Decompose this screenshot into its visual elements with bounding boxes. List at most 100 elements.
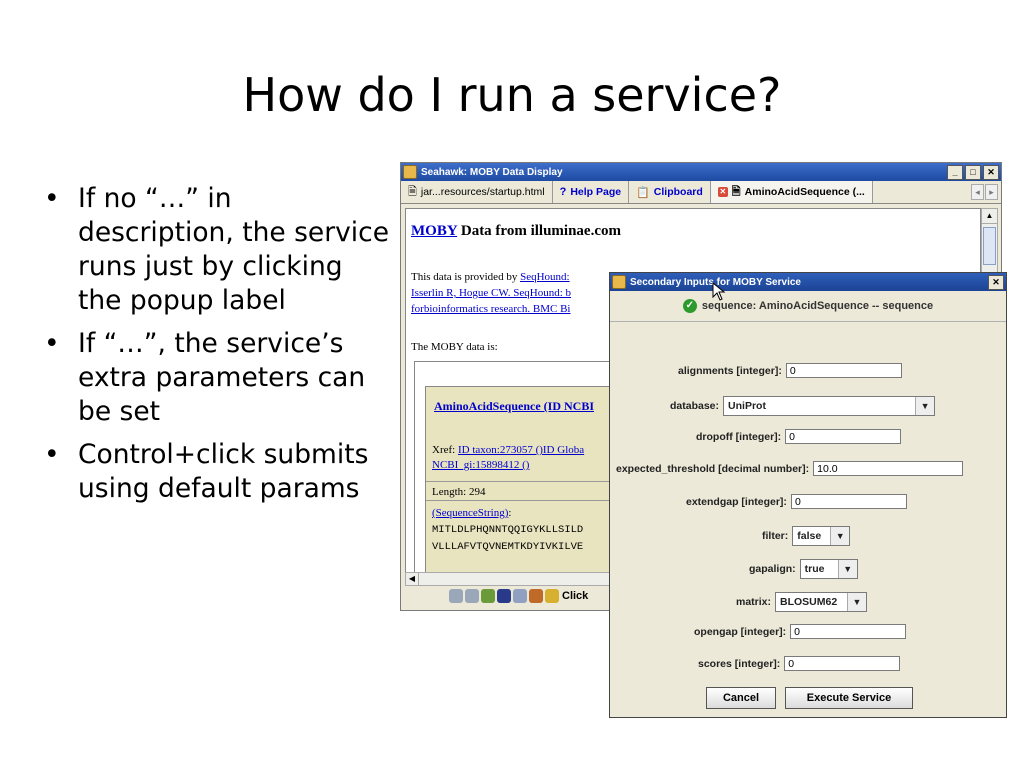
opengap-row: opengap [integer]: 0 <box>694 624 907 639</box>
filter-value: false <box>797 530 822 542</box>
help-icon: ? <box>559 186 567 198</box>
filter-select[interactable]: false ▼ <box>792 526 851 546</box>
checkmark-icon: ✓ <box>682 299 697 313</box>
maximize-button[interactable]: □ <box>965 164 981 180</box>
citation-link[interactable]: forbioinformatics research. BMC Bi <box>411 303 571 315</box>
cancel-button[interactable]: Cancel <box>706 687 776 709</box>
dialog-titlebar[interactable]: Secondary Inputs for MOBY Service ✕ <box>610 273 1006 291</box>
bullet-text: If “…”, the service’s extra parameters c… <box>78 328 366 427</box>
forward-icon[interactable] <box>465 589 479 603</box>
chevron-down-icon[interactable]: ▼ <box>830 527 850 545</box>
close-button[interactable]: ✕ <box>983 164 999 180</box>
gapalign-label: gapalign: <box>749 563 796 575</box>
java-app-icon <box>403 165 417 179</box>
extendgap-input[interactable]: 0 <box>790 494 907 509</box>
sequence-block: (SequenceString): MITLDLPHQNNTQQIGYKLLSI… <box>432 505 583 555</box>
tab-scroll-right-icon[interactable]: ▸ <box>985 184 998 200</box>
bullet-dot: • <box>44 439 60 470</box>
dialog-status: ✓ sequence: AminoAcidSequence -- sequenc… <box>610 291 1006 322</box>
aminoacidsequence-link[interactable]: AminoAcidSequence (ID NCBI <box>434 399 595 413</box>
chevron-down-icon[interactable]: ▼ <box>837 560 857 578</box>
scroll-thumb[interactable] <box>983 227 996 265</box>
run-icon[interactable] <box>545 589 559 603</box>
xref-link[interactable]: NCBI_gi:15898412 () <box>432 459 530 471</box>
expected-threshold-label: expected_threshold [decimal number]: <box>616 462 810 475</box>
tab-scroll-left-icon[interactable]: ◂ <box>971 184 984 200</box>
dropoff-row: dropoff [integer]: 0 <box>696 429 902 444</box>
services-icon[interactable] <box>529 589 543 603</box>
chevron-down-icon[interactable]: ▼ <box>847 593 867 611</box>
filter-label: filter: <box>762 530 789 542</box>
bullet-text: Control+click submits using default para… <box>78 439 369 504</box>
moby-heading-text: Data from illuminae.com <box>460 223 621 239</box>
gapalign-row: gapalign: true ▼ <box>749 559 858 579</box>
gapalign-value: true <box>804 563 825 575</box>
scores-input[interactable]: 0 <box>784 656 901 671</box>
document-icon: 🗎 <box>731 185 741 198</box>
tab-label: jar...resources/startup.html <box>420 186 545 198</box>
expected-threshold-input[interactable]: 10.0 <box>813 461 964 476</box>
chevron-down-icon[interactable]: ▼ <box>915 397 935 415</box>
tab-label: Clipboard <box>653 186 703 198</box>
tab-help-page[interactable]: ?Help Page <box>553 181 630 203</box>
matrix-row: matrix: BLOSUM62 ▼ <box>736 592 868 612</box>
database-value: UniProt <box>728 400 766 412</box>
print-icon[interactable] <box>513 589 527 603</box>
tab-bar: 🗎jar...resources/startup.html ?Help Page… <box>401 181 1001 204</box>
tab-clipboard[interactable]: 📋Clipboard <box>629 181 711 203</box>
sequence-line: MITLDLPHQNNTQQIGYKLLSILD <box>432 524 584 536</box>
dialog-close-button[interactable]: ✕ <box>988 274 1004 290</box>
tab-label: Help Page <box>570 186 622 198</box>
gapalign-select[interactable]: true ▼ <box>799 559 858 579</box>
window-title: Seahawk: MOBY Data Display <box>421 166 563 178</box>
moby-heading: MOBY Data from illuminae.com <box>411 223 621 240</box>
filter-row: filter: false ▼ <box>762 526 851 546</box>
xref-link[interactable]: ID taxon:273057 ()ID Globa <box>457 444 585 456</box>
xref-block: Xref: ID taxon:273057 ()ID Globa NCBI_gi… <box>432 443 584 473</box>
scroll-up-icon[interactable]: ▲ <box>982 209 997 224</box>
document-icon: 🗎 <box>408 185 417 198</box>
sequencestring-link[interactable]: (SequenceString) <box>432 507 509 519</box>
xref-label: Xref: <box>432 444 456 456</box>
seahawk-titlebar[interactable]: Seahawk: MOBY Data Display _ □ ✕ <box>401 163 1001 181</box>
java-app-icon <box>612 275 626 289</box>
bullet-item: • Control+click submits using default par… <box>42 438 392 506</box>
tab-aminoacidsequence[interactable]: ✕🗎AminoAcidSequence (... <box>710 181 873 203</box>
matrix-value: BLOSUM62 <box>780 596 838 608</box>
database-label: database: <box>670 400 720 412</box>
back-icon[interactable] <box>449 589 463 603</box>
extendgap-label: extendgap [integer]: <box>686 495 787 508</box>
scores-label: scores [integer]: <box>698 657 781 670</box>
matrix-label: matrix: <box>736 596 772 608</box>
extendgap-row: extendgap [integer]: 0 <box>686 494 907 509</box>
dropoff-input[interactable]: 0 <box>785 429 902 444</box>
bullet-item: •If no “…” in description, the service r… <box>42 182 392 318</box>
tab-startup[interactable]: 🗎jar...resources/startup.html <box>401 181 553 203</box>
execute-service-button[interactable]: Execute Service <box>785 687 913 709</box>
dialog-status-text: sequence: AminoAcidSequence -- sequence <box>701 300 934 312</box>
scores-row: scores [integer]: 0 <box>698 656 901 671</box>
secondary-inputs-dialog: Secondary Inputs for MOBY Service ✕ ✓ se… <box>609 272 1007 718</box>
matrix-select[interactable]: BLOSUM62 ▼ <box>775 592 868 612</box>
provider-text: This data is provided by SeqHound: Isser… <box>411 269 771 317</box>
minimize-button[interactable]: _ <box>947 164 963 180</box>
bottom-status-text: Click <box>562 590 589 602</box>
alignments-input[interactable]: 0 <box>785 363 902 378</box>
seqhound-link[interactable]: SeqHound: <box>520 271 570 283</box>
scroll-left-icon[interactable]: ◀ <box>406 573 419 585</box>
citation-link[interactable]: Isserlin R, Hogue CW. SeqHound: b <box>411 287 572 299</box>
opengap-input[interactable]: 0 <box>790 624 907 639</box>
seahawk-icon[interactable] <box>481 589 495 603</box>
database-row: database: UniProt ▼ <box>670 396 936 416</box>
moby-link[interactable]: MOBY <box>411 223 458 239</box>
database-select[interactable]: UniProt ▼ <box>723 396 936 416</box>
expected-threshold-row: expected_threshold [decimal number]: 10.… <box>616 461 964 476</box>
bottom-toolbar: Click <box>405 586 997 606</box>
save-icon[interactable] <box>497 589 511 603</box>
alignments-row: alignments [integer]: 0 <box>678 363 902 378</box>
provided-prefix: This data is provided by <box>411 271 518 283</box>
tab-label: AminoAcidSequence (... <box>744 186 865 198</box>
dropoff-label: dropoff [integer]: <box>696 430 782 443</box>
tab-close-icon[interactable]: ✕ <box>717 187 728 197</box>
dialog-title: Secondary Inputs for MOBY Service <box>630 276 801 288</box>
